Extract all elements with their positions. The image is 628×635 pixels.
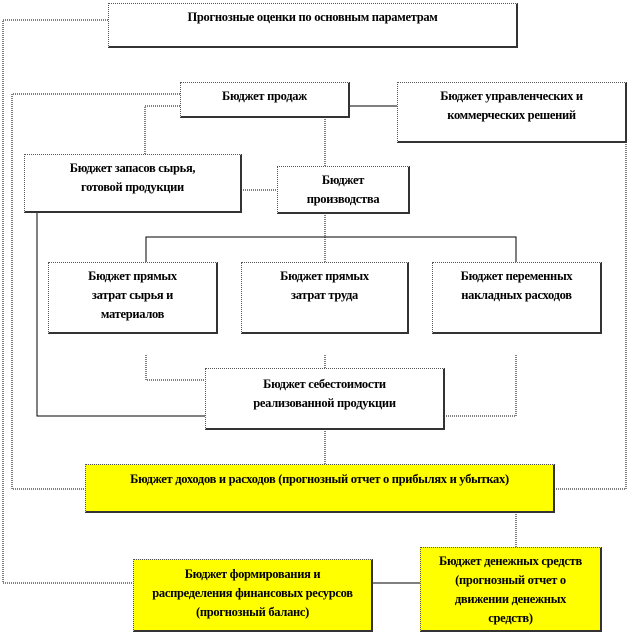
node-label: Бюджет прямых затрат сырья и материалов <box>88 269 177 321</box>
node-label: Прогнозные оценки по основным параметрам <box>187 10 438 24</box>
node-overhead: Бюджет переменных накладных расходов <box>432 262 602 334</box>
node-management: Бюджет управленческих и коммерческих реш… <box>397 82 627 143</box>
connector-branch <box>145 236 517 262</box>
node-income: Бюджет доходов и расходов (прогнозный от… <box>85 464 555 513</box>
node-inventory: Бюджет запасов сырья, готовой продукции <box>24 154 242 213</box>
connector-sales-inventory <box>144 105 180 154</box>
node-label: Бюджет денежных средств (прогнозный отче… <box>439 554 582 625</box>
node-label: Бюджет себестоимости реализованной проду… <box>253 377 396 410</box>
node-balance: Бюджет формирования и распределения фина… <box>133 559 373 632</box>
node-label: Бюджет переменных накладных расходов <box>460 269 573 302</box>
connector-materials-cogs <box>145 355 205 381</box>
connector-management-income <box>540 142 627 490</box>
node-labor: Бюджет прямых затрат труда <box>241 262 409 334</box>
node-label: Бюджет прямых затрат труда <box>280 269 369 302</box>
node-label: Бюджет производства <box>306 173 380 206</box>
node-production: Бюджет производства <box>277 166 410 214</box>
connector-inventory-cogs <box>36 213 205 417</box>
node-label: Бюджет запасов сырья, готовой продукции <box>69 161 196 194</box>
node-cash: Бюджет денежных средств (прогнозный отче… <box>420 547 602 632</box>
node-label: Бюджет управленческих и коммерческих реш… <box>440 89 583 122</box>
node-label: Бюджет формирования и распределения фина… <box>152 567 353 619</box>
node-label: Бюджет доходов и расходов (прогнозный от… <box>130 472 509 486</box>
connector-sales-income <box>11 93 180 490</box>
node-cogs: Бюджет себестоимости реализованной проду… <box>205 368 445 430</box>
node-forecast: Прогнозные оценки по основным параметрам <box>108 3 518 48</box>
node-label: Бюджет продаж <box>222 89 307 103</box>
node-materials: Бюджет прямых затрат сырья и материалов <box>48 262 218 334</box>
node-sales: Бюджет продаж <box>180 82 350 118</box>
connector-overhead-cogs <box>445 355 517 417</box>
connector-forecast-balance <box>2 19 133 584</box>
